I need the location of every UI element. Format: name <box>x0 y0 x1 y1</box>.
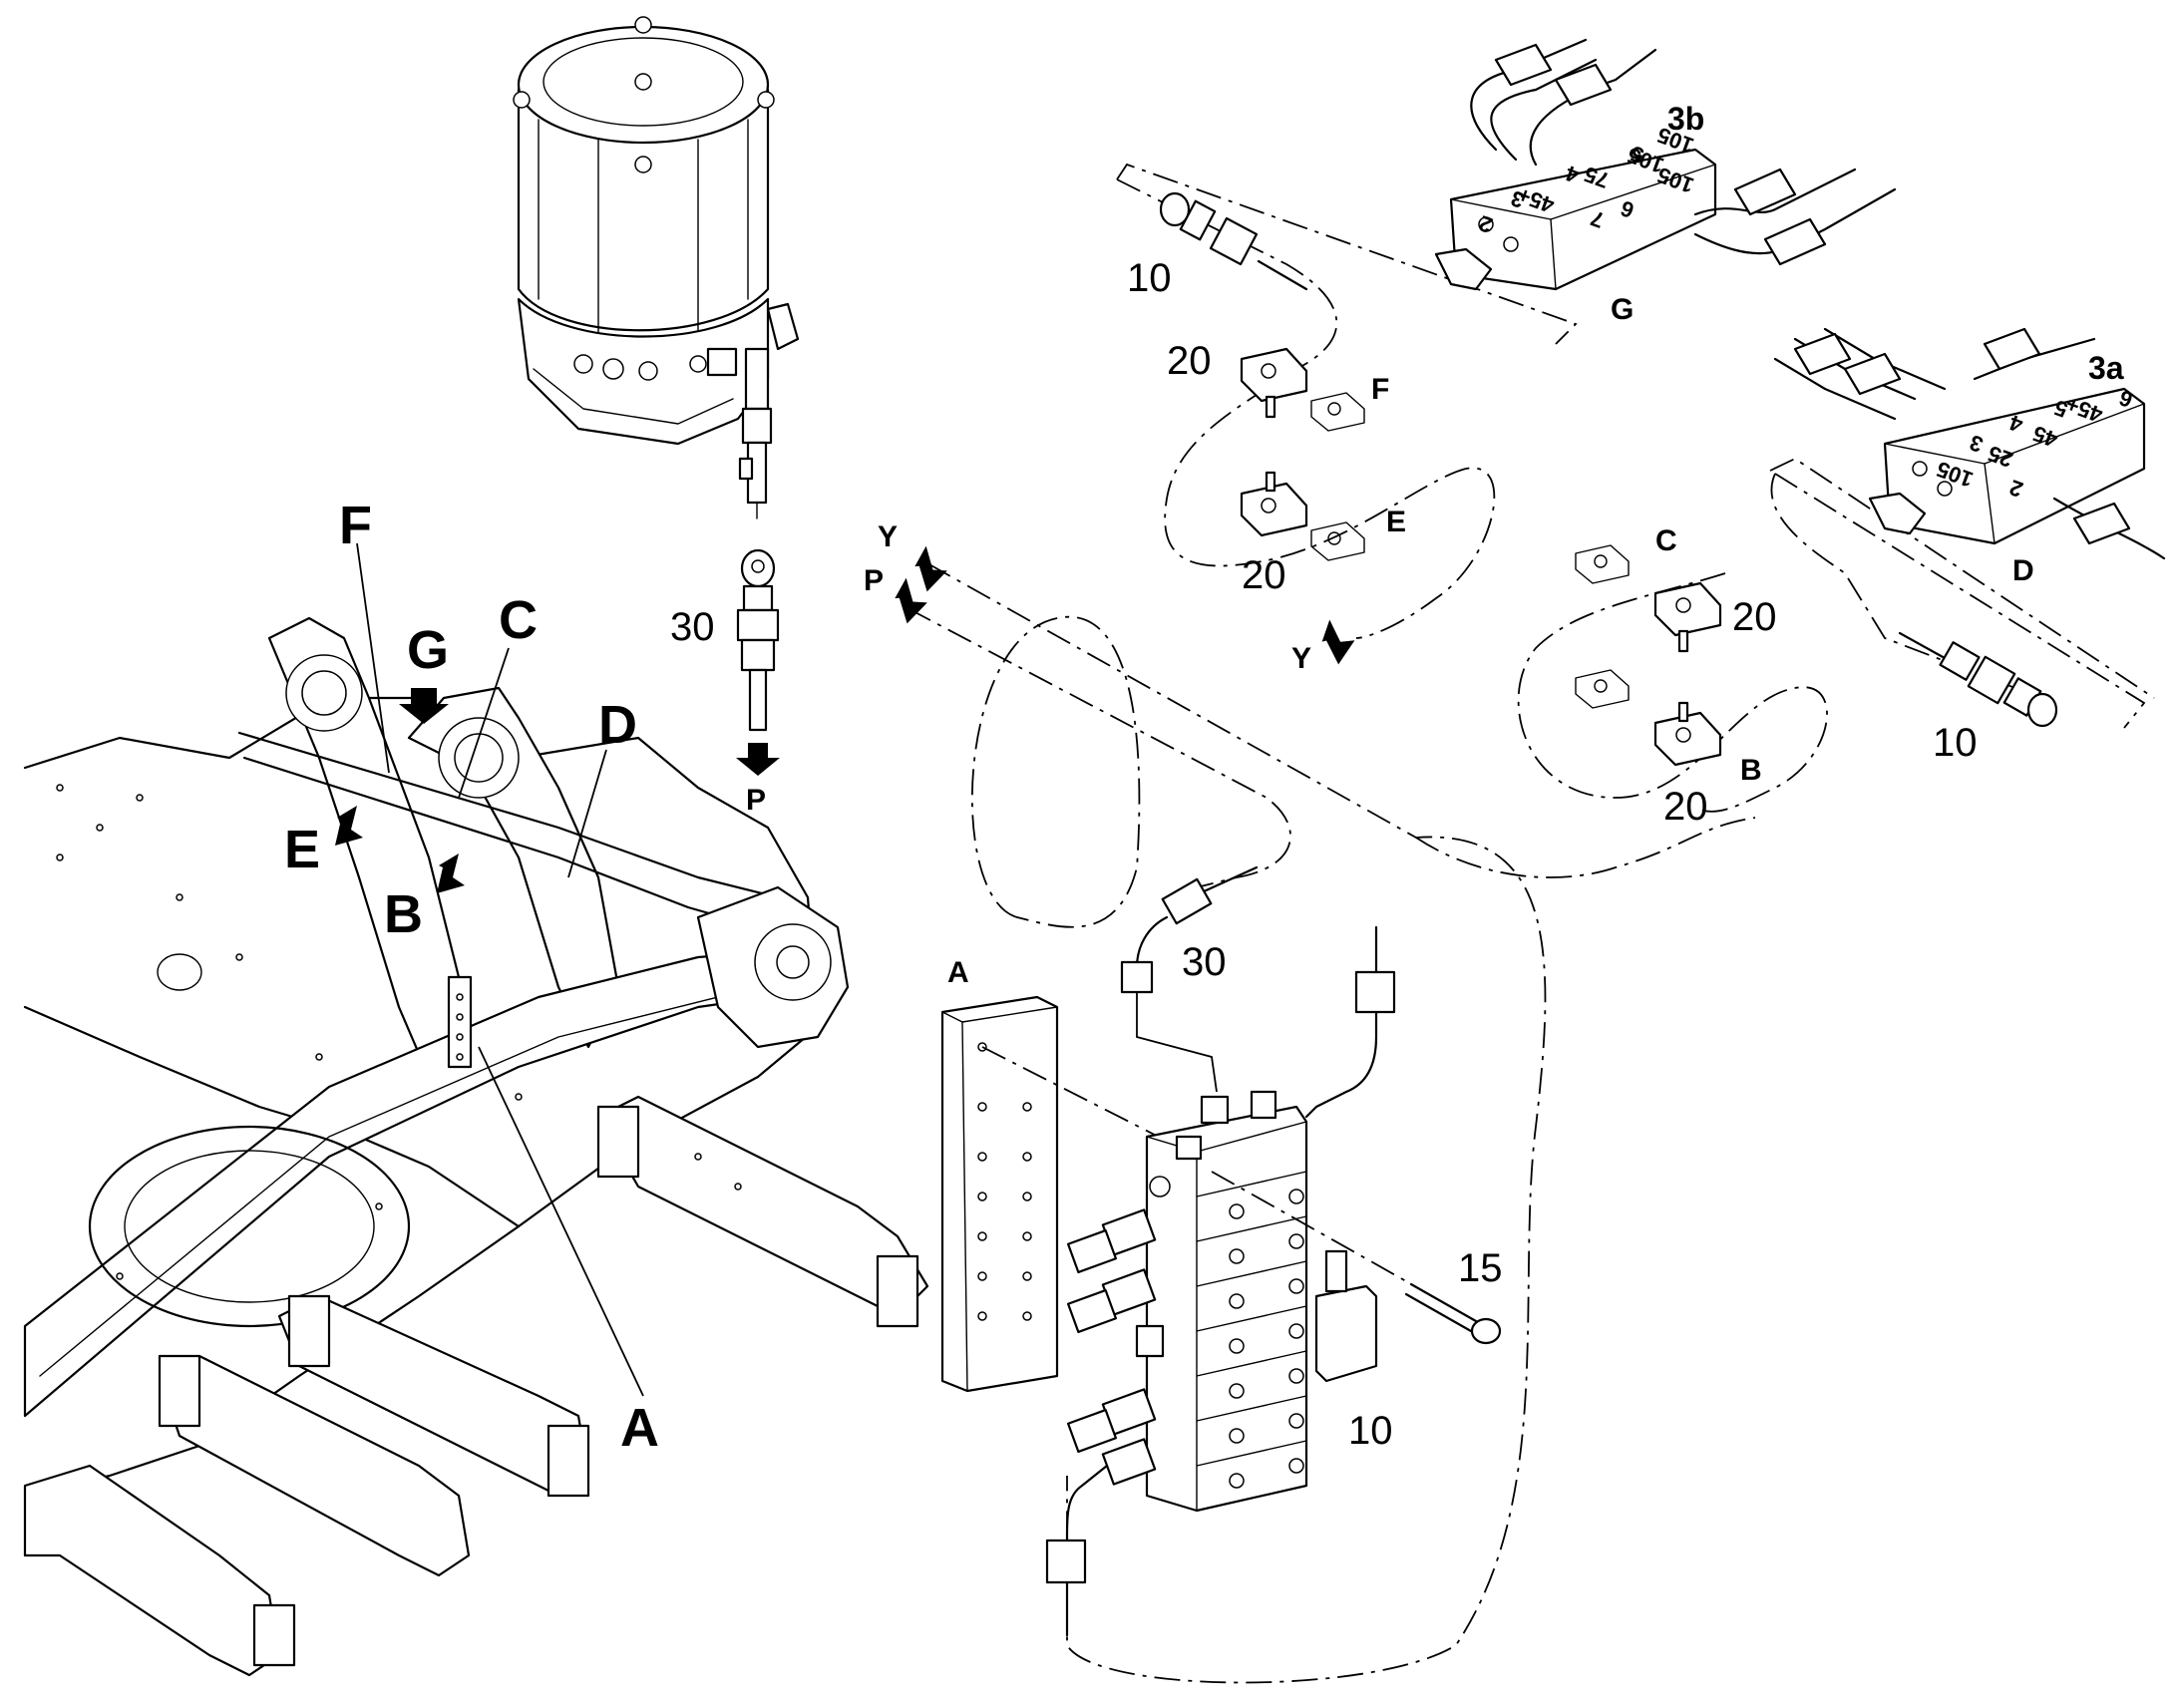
right-label-10: 10 <box>1933 721 1978 765</box>
label-b: B <box>384 884 423 944</box>
pump-label-p: P <box>746 784 766 817</box>
block-3b-position: G <box>1611 293 1634 326</box>
label-d: D <box>598 695 637 755</box>
plate-label-a: A <box>947 956 969 989</box>
upper-label-y: Y <box>1291 642 1311 675</box>
block-3b-label: 3b <box>1667 101 1704 137</box>
assembly-label-10: 10 <box>1348 1409 1393 1453</box>
clamp-arrow-y-icon <box>1321 619 1355 665</box>
line-arrow-y-icon <box>914 545 947 592</box>
pump-fitting-30 <box>736 548 780 732</box>
distributor-block-3a: 6 45+ 5 45 4 25 3 105 2 <box>1773 327 2166 560</box>
bolt-15 <box>1211 1171 1502 1345</box>
line-label-y: Y <box>878 520 898 553</box>
upper-label-20b: 20 <box>1242 553 1286 597</box>
upper-label-20a: 20 <box>1167 339 1212 383</box>
line-label-p: P <box>864 564 884 597</box>
right-label-20b: 20 <box>1663 785 1708 829</box>
label-f: F <box>339 496 372 555</box>
pump-label-30: 30 <box>670 605 715 649</box>
right-label-20a: 20 <box>1732 595 1777 639</box>
upper-label-f: F <box>1371 373 1389 406</box>
block-3a-label: 3a <box>2088 350 2124 386</box>
right-clamp-group <box>1575 544 2058 767</box>
arrow-e-icon <box>335 806 363 846</box>
label-c: C <box>499 590 538 650</box>
right-label-b: B <box>1740 754 1762 787</box>
fitting-30-elbow <box>1120 865 1259 1093</box>
distributor-block-3b: 2 45+ 3 75 4 105 5 105 6 105 7 <box>1434 38 1897 291</box>
frame-arrows <box>335 688 465 893</box>
right-label-c: C <box>1655 524 1677 557</box>
mounting-plate-a <box>940 995 1059 1393</box>
arrow-g-icon <box>399 688 449 724</box>
assembly-label-15: 15 <box>1458 1246 1503 1290</box>
assembly-label-30: 30 <box>1182 940 1227 984</box>
label-a: A <box>620 1398 659 1458</box>
frame-leaders <box>356 542 644 1397</box>
arrow-b-icon <box>437 854 465 893</box>
label-e: E <box>284 820 320 879</box>
line-arrow-p-icon <box>895 577 927 624</box>
frame-bolts <box>56 784 742 1280</box>
grease-pump <box>513 16 800 519</box>
frame-labels: F G C D E B A <box>284 496 659 1458</box>
upper-clamp-group <box>1159 191 1365 665</box>
pump-arrow-p-icon <box>736 743 780 776</box>
label-g: G <box>407 620 449 680</box>
machine-frame <box>23 616 929 1677</box>
upper-label-10: 10 <box>1127 256 1172 300</box>
grease-lines <box>907 163 2155 1684</box>
upper-label-e: E <box>1386 506 1406 538</box>
distributor-stack <box>1045 925 1396 1637</box>
block-3a-position: D <box>2012 554 2034 587</box>
